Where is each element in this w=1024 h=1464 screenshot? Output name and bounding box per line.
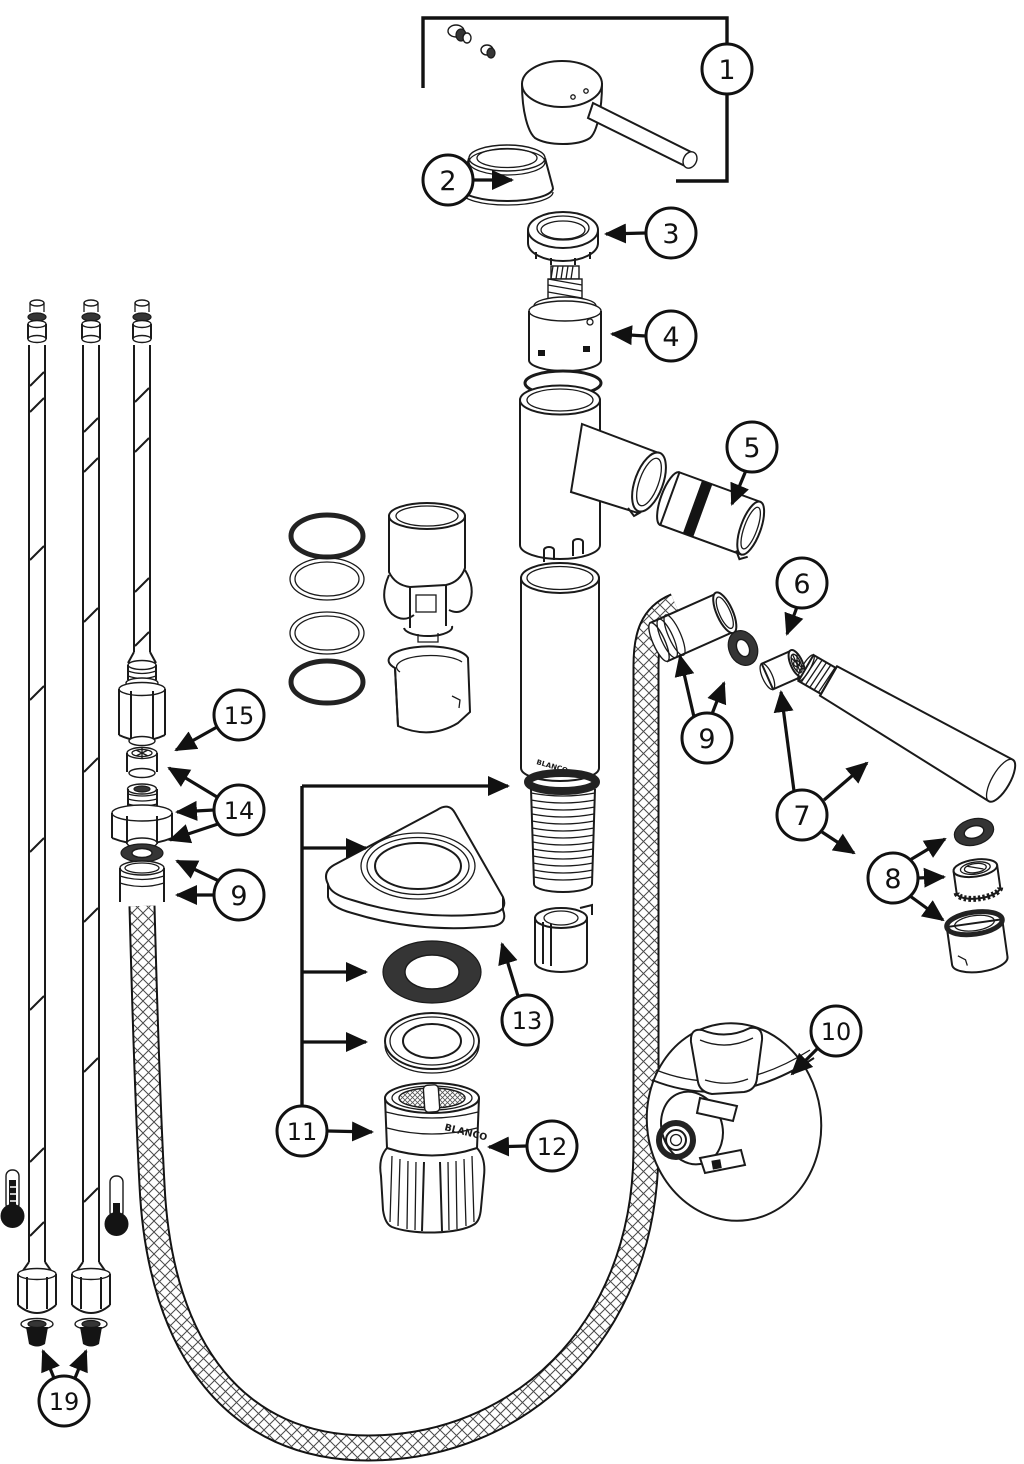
part-coupling-seal [727, 629, 759, 667]
part-rubber-washer [382, 940, 482, 1004]
set-screws [447, 24, 496, 59]
svg-text:12: 12 [537, 1133, 568, 1161]
seal-washer [120, 843, 164, 863]
svg-text:5: 5 [743, 433, 760, 464]
seal-insert-left [20, 1317, 54, 1347]
callout-3: 3 [644, 206, 698, 260]
callout-leads [41, 16, 947, 1379]
callout-10: 10 [809, 1004, 863, 1058]
callout-8: 8 [866, 851, 920, 905]
callout-1: 1 [700, 42, 754, 96]
part-glide-bushing [383, 502, 473, 643]
svg-text:11: 11 [287, 1118, 318, 1146]
svg-text:4: 4 [662, 322, 679, 353]
callout-19: 19 [37, 1374, 91, 1428]
part-supply-seals [20, 1317, 108, 1347]
svg-text:3: 3 [662, 219, 679, 250]
svg-text:9: 9 [698, 724, 715, 755]
svg-text:8: 8 [884, 864, 901, 895]
supply-hose-hot [17, 299, 57, 1315]
part-spout-sleeve [656, 471, 766, 561]
callout-11: 11 [275, 1104, 329, 1158]
part-supply-hoses [17, 299, 166, 1315]
part-column: BLANCO [520, 538, 600, 973]
part-left-fittings [111, 746, 173, 902]
supply-hose-short [118, 299, 166, 747]
svg-text:10: 10 [821, 1018, 852, 1046]
svg-text:7: 7 [793, 801, 810, 832]
callout-7: 7 [775, 788, 829, 842]
check-valve-small [126, 746, 158, 779]
svg-text:2: 2 [439, 166, 456, 197]
svg-text:14: 14 [224, 797, 255, 825]
threaded-shank [530, 788, 596, 893]
callout-4: 4 [644, 309, 698, 363]
part-spray-hose [128, 593, 683, 1462]
seal-insert-right [74, 1317, 108, 1347]
supply-hose-cold [71, 299, 111, 1315]
hot-thermometer-icon [0, 1169, 25, 1228]
part-spray-wand [797, 653, 1017, 803]
part-cartridge-nut [527, 211, 599, 265]
svg-text:9: 9 [230, 881, 247, 912]
handle-cap [520, 60, 698, 169]
part-handle-assembly [447, 24, 698, 206]
cold-thermometer-icon [104, 1175, 129, 1236]
part-metal-washer [384, 1012, 480, 1074]
callout-2: 2 [421, 153, 475, 207]
svg-text:1: 1 [718, 55, 735, 86]
svg-text:13: 13 [512, 1007, 543, 1035]
callout-9-left: 9 [212, 868, 266, 922]
shank-o-ring [524, 769, 600, 795]
hose-coupling-left [119, 860, 165, 902]
part-temperature-icons [0, 1169, 129, 1236]
callout-15: 15 [212, 688, 266, 742]
callout-6: 6 [775, 556, 829, 610]
part-faucet-body [519, 384, 667, 560]
part-wand-holder [645, 1022, 823, 1222]
svg-text:19: 19 [49, 1388, 80, 1416]
part-aerator-housing [944, 909, 1009, 974]
svg-text:15: 15 [224, 702, 255, 730]
callout-9-right: 9 [680, 711, 734, 765]
callout-12: 12 [525, 1119, 579, 1173]
callout-5: 5 [725, 420, 779, 474]
part-aerator-insert [952, 858, 1004, 902]
part-cartridge [523, 265, 603, 397]
handle-lever [586, 101, 697, 169]
part-mounting-plate [325, 805, 506, 930]
holder-clamp [656, 1090, 747, 1175]
bracket-1 [421, 16, 729, 183]
callout-13: 13 [500, 993, 554, 1047]
part-clip-shell [387, 645, 472, 734]
brand-mark-nut: BLANCO [443, 1122, 488, 1143]
callout-14: 14 [212, 783, 266, 837]
part-mounting-nut: BLANCO [379, 1082, 488, 1234]
handle-trim-ring [460, 144, 554, 206]
shank-guide [534, 903, 593, 973]
part-aerator-seal [953, 817, 995, 847]
svg-text:6: 6 [793, 569, 810, 600]
adapter-fitting [111, 783, 173, 849]
part-o-ring-set [288, 512, 366, 706]
